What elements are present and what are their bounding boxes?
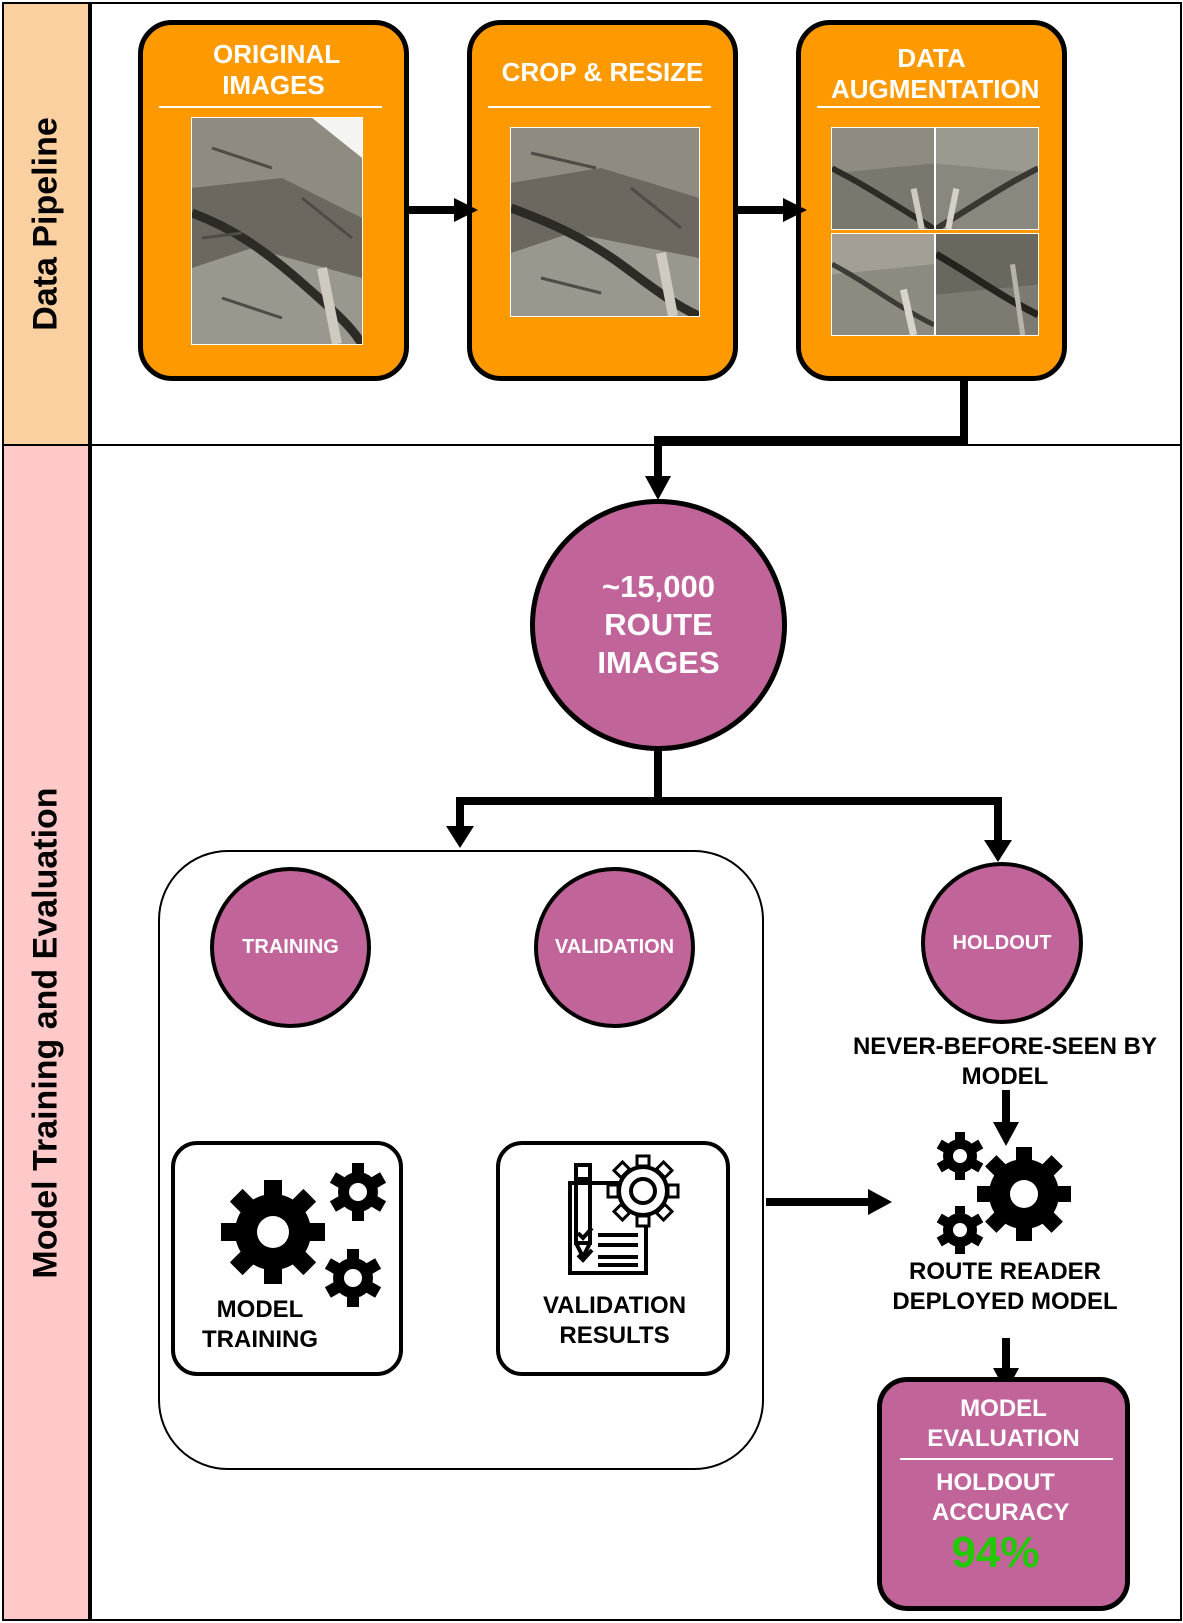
validation-label: VALIDATION [554, 936, 675, 958]
divider [900, 1458, 1113, 1460]
crop-resize-title: CROP & RESIZE [501, 57, 704, 87]
training-circle: TRAINING [210, 867, 371, 1028]
rock-image [191, 117, 363, 345]
original-images-title: ORIGINAL IMAGES [213, 39, 341, 100]
deployed-gears-icon [936, 1132, 1071, 1254]
divider [159, 106, 382, 108]
divider [817, 106, 1040, 108]
model-training-label: MODEL TRAINING [202, 1296, 318, 1353]
holdout-note: NEVER-BEFORE-SEEN BY MODEL [852, 1033, 1158, 1090]
holdout-accuracy-value: 94% [951, 1528, 1040, 1577]
route-images-label: ~15,000 ROUTE IMAGES [597, 569, 720, 680]
model-evaluation-title: MODEL EVALUATION [927, 1395, 1080, 1452]
validation-circle: VALIDATION [534, 867, 695, 1028]
holdout-label: HOLDOUT [952, 931, 1052, 954]
training-label: TRAINING [242, 936, 339, 958]
validation-results-label: VALIDATION RESULTS [542, 1292, 687, 1349]
route-images-circle: ~15,000 ROUTE IMAGES [530, 499, 787, 751]
gears-icon [221, 1163, 387, 1307]
validation-results-box: VALIDATION RESULTS [496, 1141, 730, 1376]
augmented-image-4 [935, 233, 1039, 336]
cropped-rock-image [510, 127, 700, 317]
model-training-box: MODEL TRAINING [171, 1141, 403, 1376]
crop-resize-box: CROP & RESIZE [467, 20, 738, 381]
holdout-accuracy-label: HOLDOUT ACCURACY [932, 1469, 1070, 1526]
model-training-band: Model Training and Evaluation [2, 444, 90, 1621]
deployed-model-label: ROUTE READER DEPLOYED MODEL [892, 1258, 1118, 1315]
divider [488, 106, 711, 108]
augmented-image-1 [831, 127, 935, 230]
model-evaluation-box: MODEL EVALUATION HOLDOUT ACCURACY 94% [877, 1377, 1130, 1611]
holdout-circle: HOLDOUT [921, 862, 1083, 1024]
augmented-image-3 [831, 233, 935, 336]
checklist-gear-icon [568, 1154, 680, 1275]
original-images-box: ORIGINAL IMAGES [138, 20, 409, 381]
data-augmentation-box: DATA AUGMENTATION [796, 20, 1067, 381]
augmented-image-2 [935, 127, 1039, 230]
data-augmentation-title: DATA AUGMENTATION [831, 43, 1040, 104]
data-pipeline-band: Data Pipeline [2, 2, 90, 446]
